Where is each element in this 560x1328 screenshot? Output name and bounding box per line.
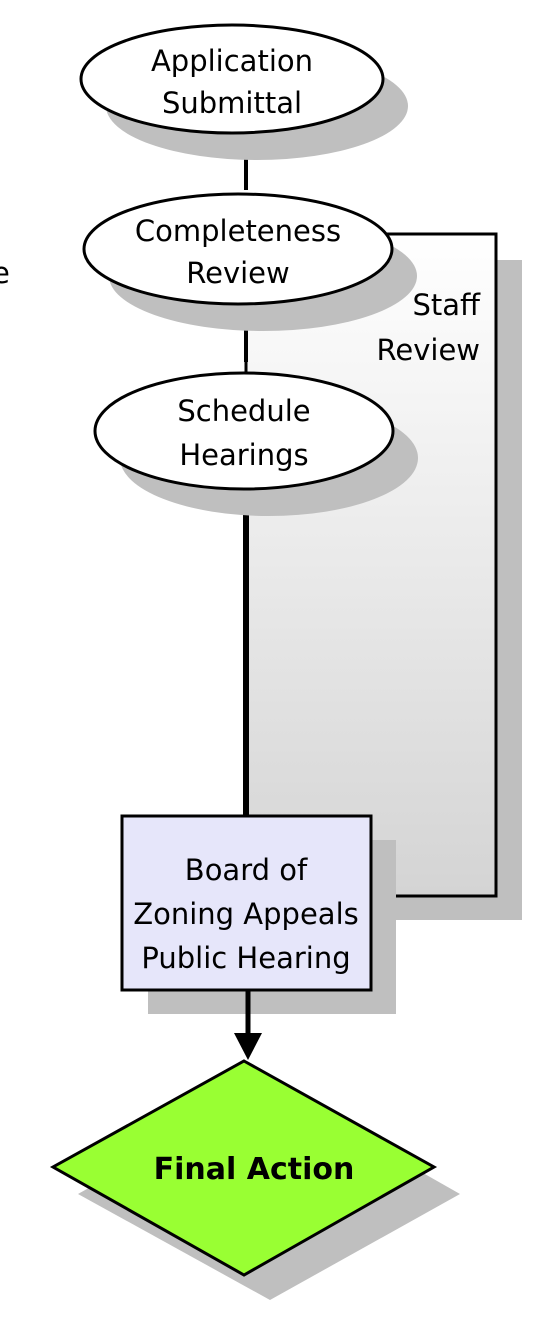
node-completeness-review: Completeness Review [82, 192, 417, 331]
staff-review-panel-box [244, 232, 498, 898]
completeness-review-ellipse [82, 192, 394, 306]
staff-review-line2: Review [377, 333, 480, 367]
application-submittal-ellipse [79, 23, 385, 135]
schedule-hearings-line2: Hearings [179, 438, 308, 472]
bza-line3: Public Hearing [141, 941, 350, 975]
node-bza-public-hearing: Board of Zoning Appeals Public Hearing [120, 814, 396, 1014]
completeness-review-line1: Completeness [135, 214, 341, 248]
bza-box [120, 814, 373, 992]
node-schedule-hearings: Schedule Hearings [93, 371, 418, 516]
application-submittal-line1: Application [151, 44, 313, 78]
node-application-submittal: Application Submittal [79, 23, 408, 160]
final-action-diamond [49, 1059, 438, 1277]
final-action-label: Final Action [154, 1152, 355, 1187]
edge-text-fragment: e [0, 256, 10, 290]
schedule-hearings-line1: Schedule [177, 394, 310, 428]
staff-review-panel [244, 232, 522, 920]
staff-review-line1: Staff [412, 288, 481, 322]
arrowhead-down-icon [234, 1033, 262, 1060]
schedule-hearings-ellipse [93, 371, 395, 491]
application-submittal-line2: Submittal [162, 86, 302, 120]
bza-line1: Board of [185, 853, 308, 887]
bza-line2: Zoning Appeals [133, 897, 359, 931]
completeness-review-line2: Review [186, 256, 289, 290]
node-final-action: Final Action [49, 1059, 460, 1300]
